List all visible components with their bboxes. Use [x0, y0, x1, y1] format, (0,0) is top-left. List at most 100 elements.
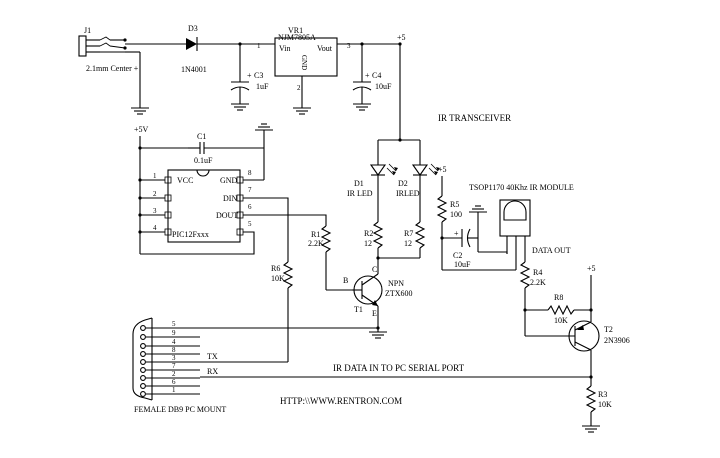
- ir-data-label: IR DATA IN TO PC SERIAL PORT: [333, 363, 465, 373]
- ground-symbol: [353, 103, 371, 111]
- resistor-r1: [320, 225, 332, 253]
- r1-ref: R1: [311, 230, 320, 239]
- d1-ref: D1: [354, 179, 364, 188]
- r8-ref: R8: [554, 293, 563, 302]
- c2-value: 10uF: [454, 260, 471, 269]
- pic-left-pins: [140, 176, 172, 236]
- db9-connector: [132, 317, 200, 401]
- tx-label: TX: [207, 352, 218, 361]
- resistor-r6: [282, 261, 294, 289]
- vr1-ref: VR1: [288, 26, 303, 35]
- ir-led-d1: [369, 163, 398, 176]
- vr1-pin1: 1: [257, 42, 261, 50]
- t1-ref: T1: [354, 305, 363, 314]
- c4-ref: C4: [372, 71, 381, 80]
- ir-receiver-module: [499, 199, 531, 270]
- t1-e-label: E: [372, 309, 377, 318]
- r2-value: 12: [364, 239, 372, 248]
- pic-pin8-name: GND: [220, 176, 238, 185]
- db9-pin-2: 2: [172, 370, 176, 378]
- c4-value: 10uF: [375, 82, 392, 91]
- pic-pin3-num: 3: [153, 207, 157, 215]
- r3-ref: R3: [598, 390, 607, 399]
- ground-symbol: [231, 103, 249, 111]
- j1-ref: J1: [84, 26, 91, 35]
- d3-ref: D3: [188, 24, 198, 33]
- vr1-pin3: 3: [347, 42, 351, 50]
- c4-plus: +: [365, 71, 370, 80]
- website-label: HTTP:\\WWW.RENTRON.COM: [280, 396, 402, 406]
- pic-pin2-num: 2: [153, 190, 157, 198]
- c1-ref: C1: [197, 132, 206, 141]
- pic-part: PIC12Fxxx: [172, 230, 209, 239]
- db9-pin-9: 9: [172, 329, 176, 337]
- r2-ref: R2: [364, 229, 373, 238]
- r5-ref: R5: [450, 200, 459, 209]
- db9-pin-4: 4: [172, 338, 176, 346]
- db9-pin-5: 5: [172, 320, 176, 328]
- d2-ref: D2: [398, 179, 408, 188]
- t2-part: 2N3906: [604, 336, 630, 345]
- t2-ref: T2: [604, 325, 613, 334]
- pic-pin6-num: 6: [248, 203, 252, 211]
- ir-module-label: TSOP1170 40Khz IR MODULE: [469, 183, 574, 192]
- j1-label: 2.1mm Center +: [86, 64, 139, 73]
- t1-part: ZTX600: [385, 289, 413, 298]
- c3-value: 1uF: [256, 82, 269, 91]
- transistor-t2: [525, 320, 600, 352]
- t1-c-label: C: [372, 265, 377, 274]
- vr1-pin2: 2: [297, 84, 301, 92]
- regulator-vr1: [274, 37, 338, 77]
- db9-pin-1: 1: [172, 386, 176, 394]
- pic-pin5-num: 5: [248, 220, 252, 228]
- db9-pin-8: 8: [172, 346, 176, 354]
- plus5-r5-label: +5: [438, 165, 447, 174]
- t1-type: NPN: [388, 279, 404, 288]
- r7-value: 12: [404, 239, 412, 248]
- r7-ref: R7: [404, 229, 413, 238]
- vr1-vout-label: Vout: [317, 44, 333, 53]
- plus5-left-label: +5V: [134, 125, 149, 134]
- ground-symbol: [582, 425, 600, 433]
- resistor-r8: [547, 304, 575, 316]
- pic-chip: [167, 169, 241, 243]
- data-out-label: DATA OUT: [532, 246, 571, 255]
- ground-symbol: [369, 331, 387, 339]
- db9-pin-6: 6: [172, 378, 176, 386]
- t1-b-label: B: [343, 276, 348, 285]
- plus5-top-label: +5: [397, 33, 406, 42]
- d2-label: IRLED: [396, 189, 420, 198]
- r1-value: 2.2K: [308, 239, 324, 248]
- diode-d3: [186, 37, 198, 51]
- c1-value: 0.1uF: [194, 156, 213, 165]
- d1-label: IR LED: [347, 189, 373, 198]
- ground-symbol: [469, 205, 487, 213]
- pic-pin1-name: VCC: [177, 176, 193, 185]
- resistor-r5: [436, 195, 448, 223]
- ground-symbol: [131, 107, 149, 115]
- r4-value: 2.2K: [530, 278, 546, 287]
- db9-pin-7: 7: [172, 362, 176, 370]
- vr1-part: NJM7805A: [278, 33, 316, 42]
- d3-part: 1N4001: [181, 65, 207, 74]
- ground-symbol: [255, 123, 273, 131]
- pic-pin4-num: 4: [153, 224, 157, 232]
- r3-value: 10K: [598, 400, 612, 409]
- pic-pin8-num: 8: [248, 169, 252, 177]
- vr1-gnd-label: GND: [300, 55, 308, 70]
- r6-value: 10K: [271, 274, 285, 283]
- transistor-t1: [352, 273, 383, 307]
- power-jack-j1: [78, 35, 127, 57]
- r6-ref: R6: [271, 264, 280, 273]
- r8-value: 10K: [554, 316, 568, 325]
- plus5-t2-label: +5: [587, 264, 596, 273]
- db9-label: FEMALE DB9 PC MOUNT: [134, 405, 226, 414]
- c3-plus: +: [247, 71, 252, 80]
- pic-pin6-name: DOUT: [216, 211, 238, 220]
- ground-symbol: [293, 107, 311, 115]
- c2-plus: +: [454, 229, 459, 238]
- rx-label: RX: [207, 367, 218, 376]
- vr1-vin-label: Vin: [279, 44, 291, 53]
- pic-pin7-name: DIN: [223, 194, 237, 203]
